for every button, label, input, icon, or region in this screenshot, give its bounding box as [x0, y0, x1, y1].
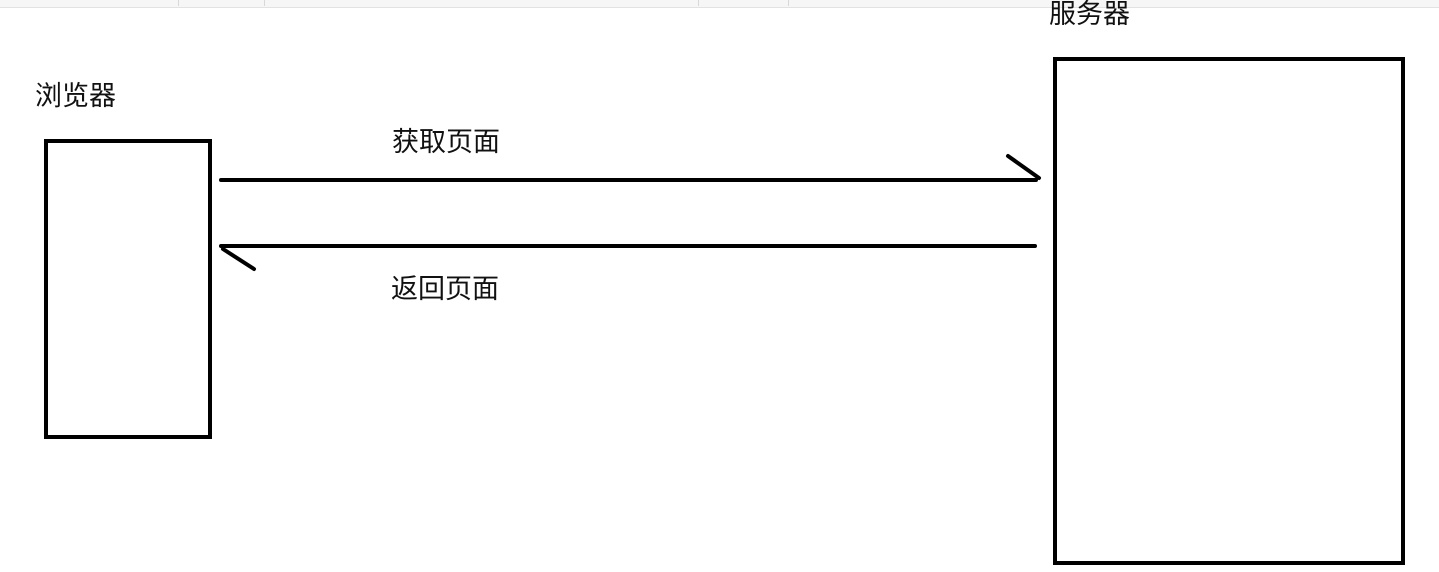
- toolbar-divider: [788, 0, 789, 6]
- request-label: 获取页面: [392, 127, 500, 158]
- toolbar-divider: [178, 0, 179, 6]
- request-arrow: [219, 154, 1041, 182]
- response-label: 返回页面: [391, 274, 499, 305]
- response-arrow: [219, 244, 1037, 271]
- browser-label: 浏览器: [35, 81, 116, 112]
- server-box: [1053, 57, 1405, 565]
- response-arrowhead: [221, 247, 256, 271]
- server-label: 服务器: [1049, 0, 1130, 30]
- browser-box: [44, 139, 212, 439]
- top-toolbar-strip: [0, 0, 1439, 8]
- toolbar-divider: [264, 0, 265, 6]
- request-arrowhead: [1006, 154, 1041, 180]
- toolbar-divider: [698, 0, 699, 6]
